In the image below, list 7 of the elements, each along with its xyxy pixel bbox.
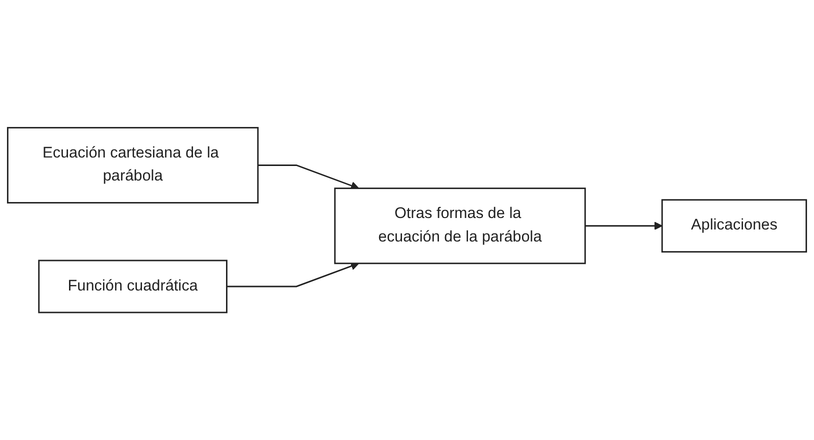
arrow xyxy=(585,222,662,230)
node-box: Función cuadrática xyxy=(38,260,228,314)
arrow xyxy=(258,164,360,190)
arrow xyxy=(226,262,360,288)
node-box: Aplicaciones xyxy=(661,199,808,252)
node-box: Otras formas de la ecuación de la parábola xyxy=(334,188,586,264)
node-box: Ecuación cartesiana de la parábola xyxy=(6,126,259,204)
